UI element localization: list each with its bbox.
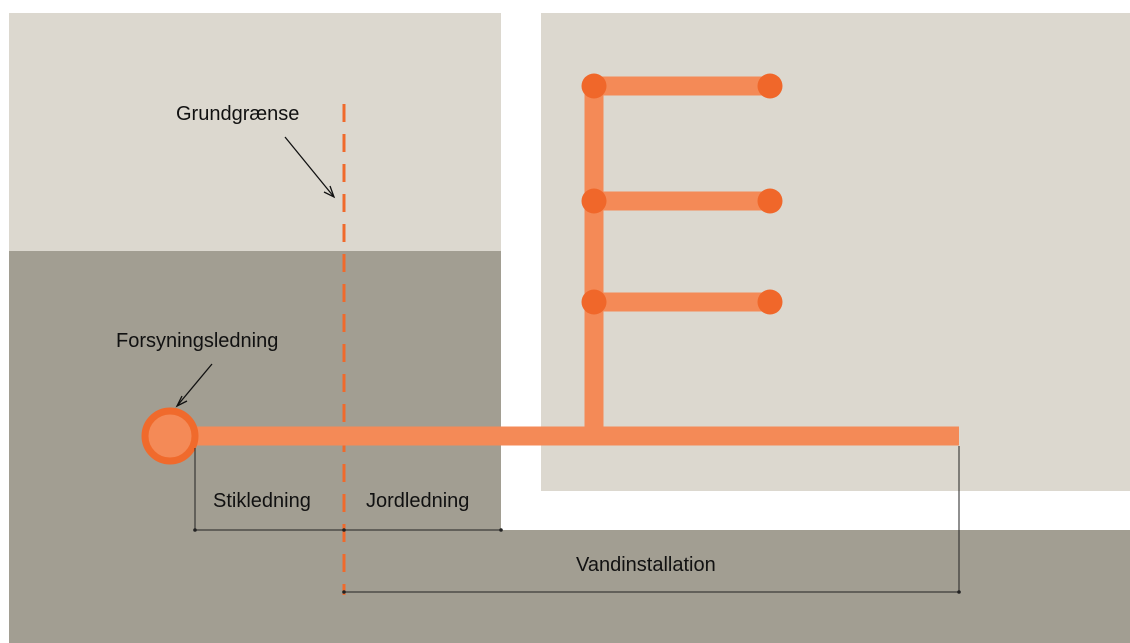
ground-pipe-label: Jordledning [366,490,470,512]
dimension-lines [194,446,960,593]
water-installation-label: Vandinstallation [576,554,716,576]
service-pipe-label: Stikledning [213,490,311,512]
tap-node-3 [581,188,607,214]
property-line-arrow [284,136,336,199]
property-line-label: Grundgrænse [176,103,300,125]
tap-node-1 [581,73,607,99]
main-supply-pipe [141,407,199,465]
road-area [9,530,1130,643]
tap-node-6 [757,289,783,315]
upper-ground-area [9,13,501,251]
dimension-ticks [193,528,961,594]
tap-node-4 [757,188,783,214]
tap-node-2 [757,73,783,99]
main-pipe-label: Forsyningsledning [116,330,279,352]
main-pipe-arrow [175,363,213,408]
tap-node-5 [581,289,607,315]
pipe-network [170,76,959,446]
lower-ground-area [9,251,501,530]
